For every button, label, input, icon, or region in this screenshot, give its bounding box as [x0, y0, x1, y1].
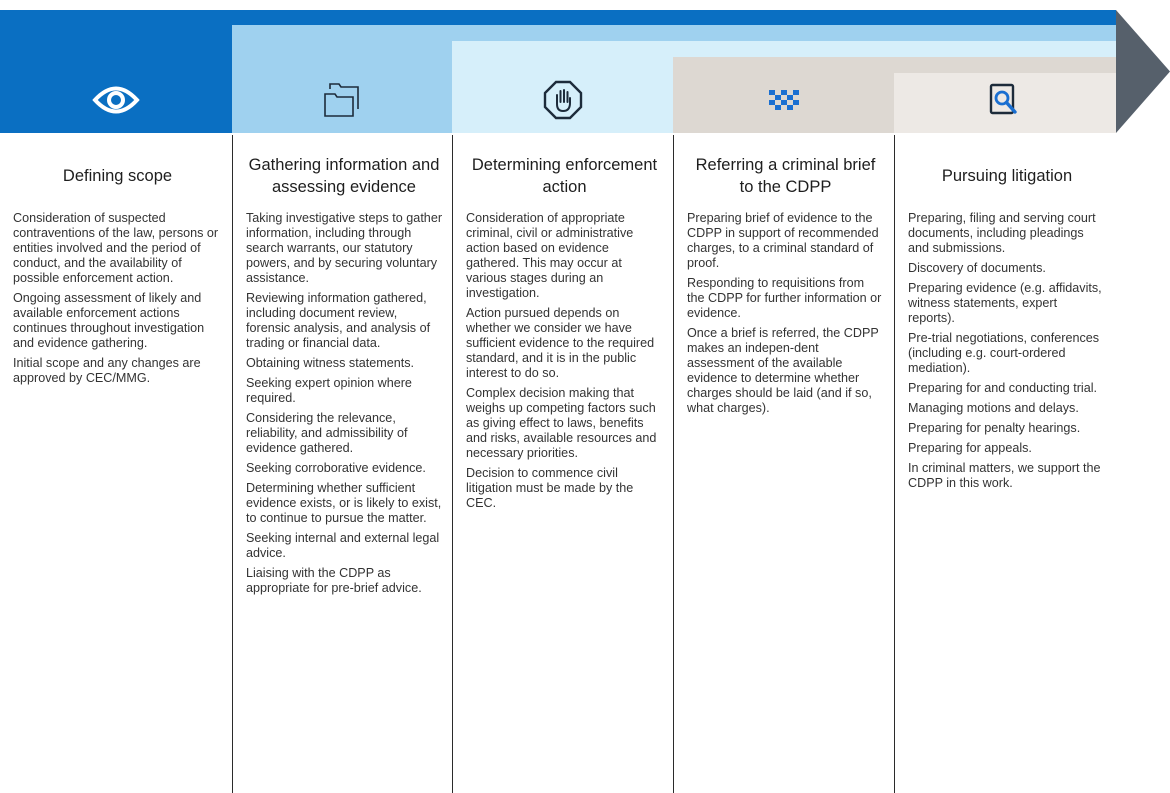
stage-column-referring-brief: Referring a criminal brief to the CDPP P…: [673, 135, 894, 793]
stage-item: Consideration of suspected contravention…: [13, 211, 219, 285]
stage-item: Discovery of documents.: [908, 261, 1046, 275]
stage-title: Defining scope: [62, 167, 173, 185]
stage-item: Once a brief is referred, the CDPP makes…: [687, 326, 879, 415]
stage-item: Reviewing information gathered, includin…: [246, 291, 431, 350]
stage-items: Preparing, filing and serving court docu…: [908, 211, 1106, 491]
stage-items: Preparing brief of evidence to the CDPP …: [687, 211, 884, 416]
folders-icon: [232, 73, 452, 127]
stage-title: Referring a criminal brief to the CDPP: [695, 156, 876, 196]
stage-item: Decision to commence civil litigation mu…: [466, 466, 634, 510]
stage-title: Pursuing litigation: [941, 167, 1073, 185]
stage-item: Consideration of appropriate criminal, c…: [466, 211, 634, 300]
stage-item: Initial scope and any changes are approv…: [13, 356, 201, 385]
stage-item: Seeking internal and external legal advi…: [246, 531, 440, 560]
stop-hand-icon: [452, 73, 673, 127]
stage-column-determining-enforcement: Determining enforcement action Considera…: [452, 135, 673, 793]
stage-item: Obtaining witness statements.: [246, 356, 414, 370]
stage-item: Considering the relevance, reliability, …: [246, 411, 408, 455]
stage-item: Liaising with the CDPP as appropriate fo…: [246, 566, 422, 595]
stage-item: Preparing evidence (e.g. affidavits, wit…: [908, 281, 1102, 325]
stage-item: Responding to requisitions from the CDPP…: [687, 276, 882, 320]
stage-column-gathering-information: Gathering information and assessing evid…: [232, 135, 452, 793]
stage-item: Preparing for appeals.: [908, 441, 1032, 455]
process-banner: [0, 0, 1170, 135]
stage-item: Complex decision making that weighs up c…: [466, 386, 657, 460]
stage-item: Preparing, filing and serving court docu…: [908, 211, 1096, 255]
arrowhead-shape: [1116, 10, 1170, 133]
stage-item: Pre-trial negotiations, conferences (inc…: [908, 331, 1100, 375]
stage-item: In criminal matters, we support the CDPP…: [908, 461, 1101, 490]
stage-title: Gathering information and assessing evid…: [248, 156, 440, 196]
stage-item: Managing motions and delays.: [908, 401, 1079, 415]
stage-item: Preparing brief of evidence to the CDPP …: [687, 211, 879, 270]
document-search-icon: [894, 73, 1116, 127]
stage-item: Seeking corroborative evidence.: [246, 461, 426, 475]
stage-item: Determining whether sufficient evidence …: [246, 481, 442, 525]
stage-item: Preparing for penalty hearings.: [908, 421, 1081, 435]
checkered-flag-icon: [673, 73, 894, 127]
stage-items: Taking investigative steps to gather inf…: [246, 211, 442, 596]
stage-column-defining-scope: Defining scope Consideration of suspecte…: [0, 135, 232, 793]
stage-items: Consideration of appropriate criminal, c…: [466, 211, 663, 511]
stage-item: Preparing for and conducting trial.: [908, 381, 1098, 395]
eye-icon: [0, 73, 232, 127]
stage-title: Determining enforcement action: [471, 156, 658, 196]
stage-item: Taking investigative steps to gather inf…: [246, 211, 443, 285]
stage-item: Seeking expert opinion where required.: [246, 376, 412, 405]
stage-column-pursuing-litigation: Pursuing litigation Preparing, filing an…: [894, 135, 1116, 793]
stage-item: Action pursued depends on whether we con…: [466, 306, 655, 380]
stage-item: Ongoing assessment of likely and availab…: [13, 291, 205, 350]
stage-items: Consideration of suspected contravention…: [13, 211, 222, 386]
